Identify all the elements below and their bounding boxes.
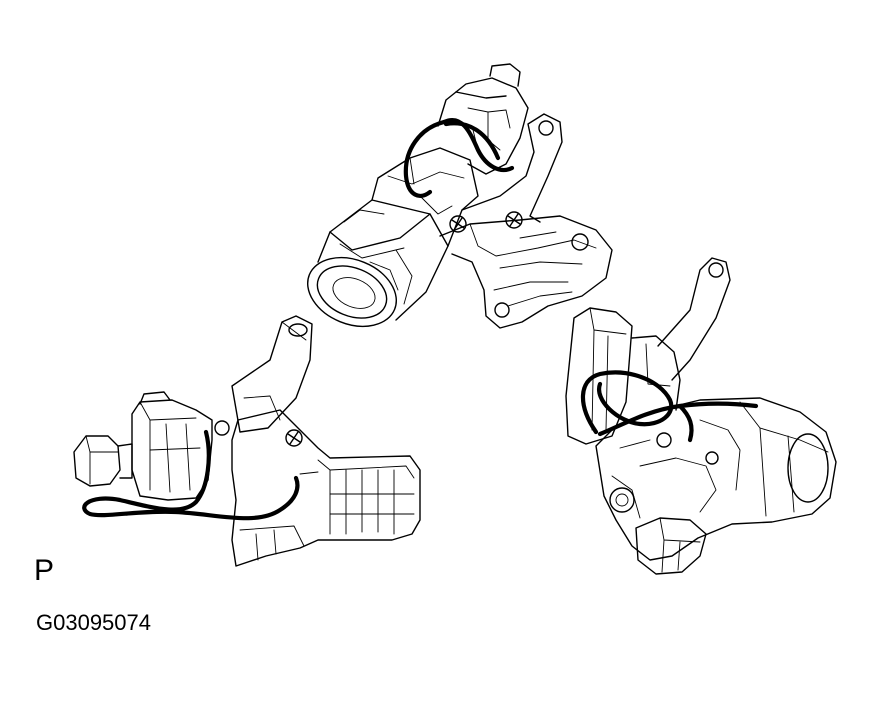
right-switch-assembly bbox=[565, 257, 837, 575]
figure-id-label: G03095074 bbox=[36, 610, 151, 635]
view-letter-label: P bbox=[34, 554, 55, 587]
top-switch-assembly bbox=[306, 63, 613, 329]
left-switch-assembly bbox=[73, 315, 421, 567]
